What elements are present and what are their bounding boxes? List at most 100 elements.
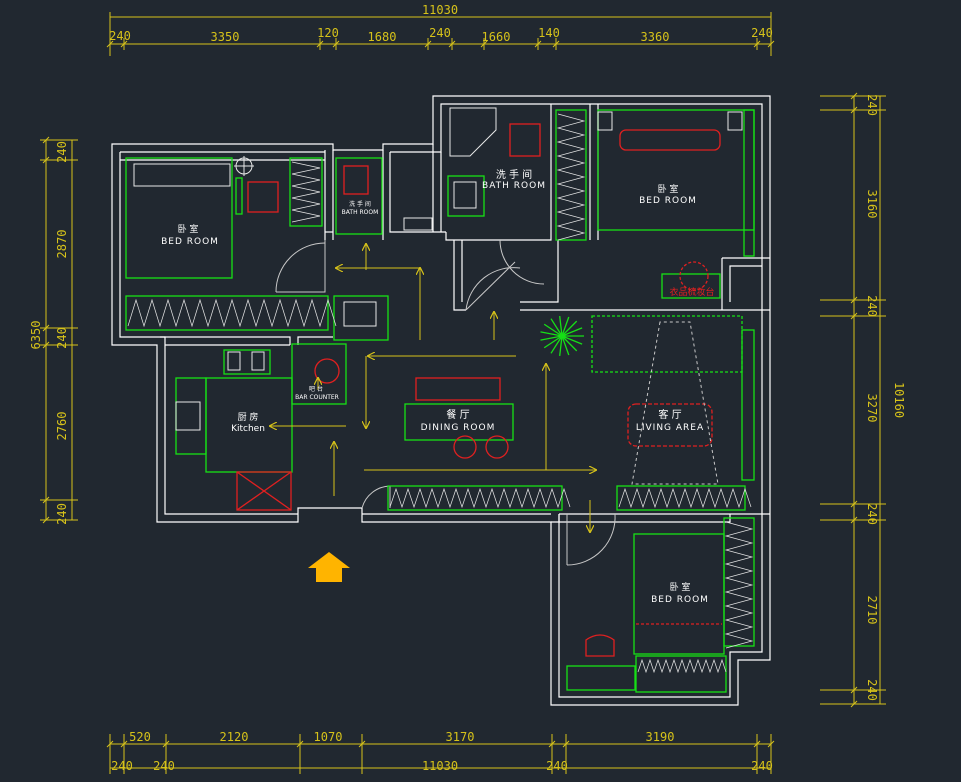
- dimension-tick: [753, 740, 761, 748]
- plant-leaf: [540, 331, 563, 337]
- dimension-tick: [42, 136, 50, 144]
- furniture: [125, 109, 755, 693]
- dimension-tick: [850, 516, 858, 524]
- plant-leaf: [543, 335, 563, 349]
- cabinet-hatch-stroke: [389, 487, 571, 509]
- plant-leaf: [561, 335, 583, 345]
- dimension-left: 6350 240 2870 240 2760 240: [29, 136, 78, 525]
- dim-top-4: 1680: [368, 30, 397, 44]
- dimension-tick: [850, 106, 858, 114]
- plant-leaf: [559, 316, 563, 337]
- dimension-tick: [316, 40, 324, 48]
- dimension-tick: [42, 516, 50, 524]
- view-cone: [631, 321, 719, 485]
- label-bedroom-master-cn: 卧 室: [658, 183, 679, 195]
- dim-bot2-1: 240: [111, 759, 133, 773]
- cabinet-hatch: [127, 113, 754, 674]
- dimension-tick: [552, 40, 560, 48]
- dim-top-8: 3360: [641, 30, 670, 44]
- dim-right-7: 240: [865, 679, 879, 701]
- dimension-tick: [42, 324, 50, 332]
- dimension-tick: [548, 740, 556, 748]
- cabinet-hatch-stroke: [637, 658, 727, 674]
- label-kitchen-cn: 厨 房: [238, 411, 259, 423]
- dimension-tick: [562, 740, 570, 748]
- label-living-en: LIVING AREA: [636, 423, 704, 433]
- label-bath-small-en: BATH ROOM: [342, 209, 379, 216]
- dimension-tick: [120, 740, 128, 748]
- plant-leaf: [543, 323, 563, 337]
- plant-leaf: [550, 335, 563, 354]
- dimension-tick: [850, 686, 858, 694]
- label-bath-small-cn: 洗 手 间: [349, 200, 371, 208]
- dim-bot2-2: 240: [153, 759, 175, 773]
- dim-left-2: 2870: [55, 230, 69, 259]
- dimension-tick: [42, 341, 50, 349]
- dim-right-1: 240: [865, 94, 879, 116]
- dim-bot-1: 520: [129, 730, 151, 744]
- dim-right-6: 2710: [865, 596, 879, 625]
- dimension-tick: [534, 40, 542, 48]
- dimension-tick: [850, 92, 858, 100]
- dim-right-3: 240: [865, 295, 879, 317]
- dimension-tick: [42, 156, 50, 164]
- dim-bot2-4: 240: [546, 759, 568, 773]
- plant-leaf: [561, 327, 583, 337]
- plant-icon: [540, 316, 584, 356]
- entrance-arrow-icon: [308, 552, 350, 582]
- dimension-tick: [850, 296, 858, 304]
- plant-leaf: [559, 335, 563, 356]
- dim-bot2-3: 11030: [422, 759, 458, 773]
- cabinet-hatch-stroke: [618, 487, 752, 509]
- dimension-right: 240 3160 240 3270 240 2710 240 10160: [820, 92, 906, 708]
- dim-top-5: 240: [429, 26, 451, 40]
- dimension-tick: [753, 40, 761, 48]
- dimension-tick: [424, 40, 432, 48]
- label-bedroom-left-cn: 卧 室: [178, 223, 199, 235]
- plant-leaf: [540, 335, 563, 341]
- dimension-top: 11030 240 3350 120 1680 240 1660 140 336…: [106, 3, 775, 56]
- dimension-tick: [767, 40, 775, 48]
- cabinet-hatch-stroke: [724, 521, 754, 649]
- label-bar-en: BAR COUNTER: [295, 394, 339, 401]
- dimension-tick: [296, 740, 304, 748]
- dimension-tick: [767, 740, 775, 748]
- label-bedroom-small-cn: 卧 室: [670, 581, 691, 593]
- plant-leaf: [561, 335, 570, 356]
- dim-top-7: 140: [538, 26, 560, 40]
- dimension-tick: [106, 40, 114, 48]
- doors: [275, 239, 616, 566]
- dim-left-1: 240: [55, 141, 69, 163]
- label-bedroom-left-en: BED ROOM: [161, 237, 219, 247]
- label-dressing: 衣品梳妆台: [669, 286, 714, 298]
- cabinet-hatch-stroke: [291, 161, 321, 223]
- dimension-tick: [120, 40, 128, 48]
- dim-top-9: 240: [751, 26, 773, 40]
- dimension-bottom: 520 2120 1070 3170 3190 240 240 11030 24…: [106, 730, 775, 774]
- label-dining-en: DINING ROOM: [421, 423, 496, 433]
- label-bath-main-en: BATH ROOM: [482, 181, 546, 191]
- dimension-tick: [162, 740, 170, 748]
- dim-left-3: 240: [55, 327, 69, 349]
- fixtures: [133, 107, 743, 431]
- dim-bot-3: 1070: [314, 730, 343, 744]
- label-bar-cn: 吧 台: [309, 385, 323, 393]
- dimension-tick: [480, 40, 488, 48]
- label-living-cn: 客 厅: [658, 408, 681, 421]
- dim-bot2-5: 240: [751, 759, 773, 773]
- dimension-tick: [448, 40, 456, 48]
- dim-left-total: 6350: [29, 321, 43, 350]
- dim-bot-5: 3190: [646, 730, 675, 744]
- plant-leaf: [561, 316, 570, 337]
- label-kitchen-en: Kitchen: [231, 424, 265, 434]
- dim-left-4: 2760: [55, 412, 69, 441]
- flow-arrows: [270, 244, 596, 532]
- dim-top-6: 1660: [482, 30, 511, 44]
- plant-leaf: [561, 320, 578, 337]
- cabinet-hatch-stroke: [556, 113, 586, 241]
- dim-right-total: 10160: [892, 382, 906, 418]
- cabinet-hatch-stroke: [127, 298, 337, 328]
- red-fixtures: [236, 123, 722, 657]
- dim-top-1: 240: [109, 29, 131, 43]
